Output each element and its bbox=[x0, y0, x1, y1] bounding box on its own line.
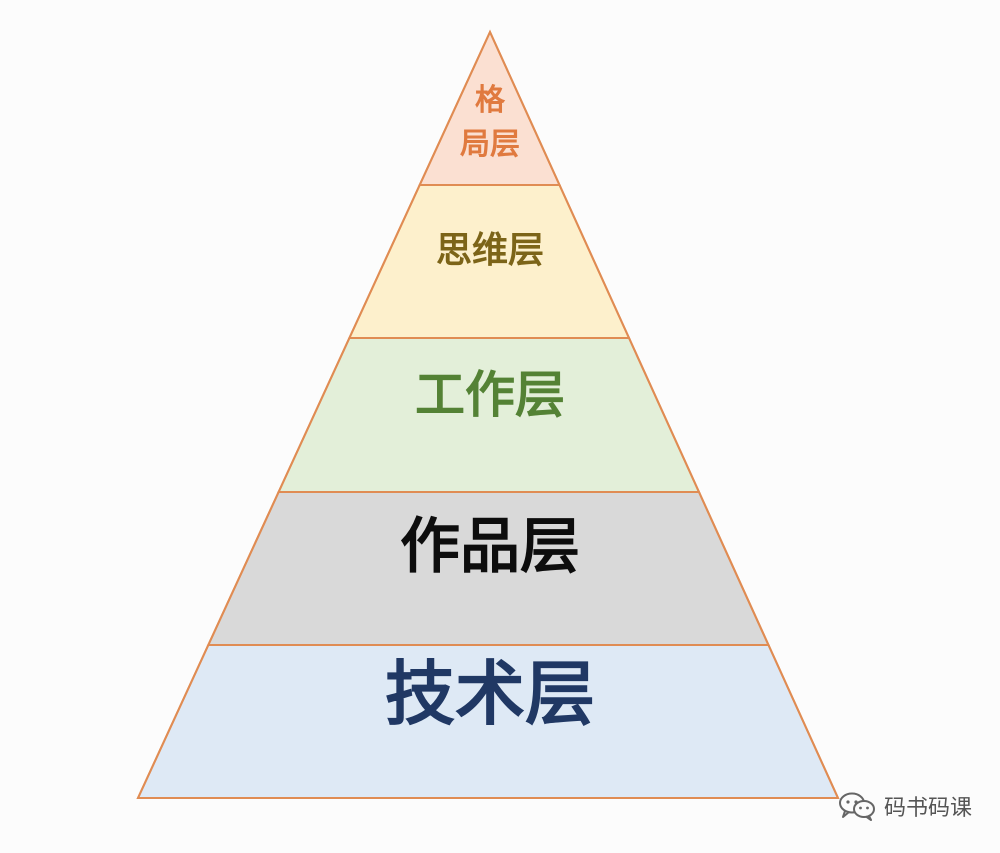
watermark: 码书码课 bbox=[838, 790, 972, 822]
pyramid-layer-label: 作品层 bbox=[400, 512, 580, 582]
pyramid-layer-label-line: 局层 bbox=[460, 127, 520, 162]
pyramid-layer-label-line: 技术层 bbox=[385, 653, 595, 735]
pyramid-layer-label-line: 格 bbox=[475, 83, 506, 118]
wechat-icon bbox=[838, 792, 875, 821]
pyramid-layer-label: 思维层 bbox=[436, 230, 544, 271]
pyramid-layer-label: 格局层 bbox=[460, 83, 520, 162]
pyramid-layer-label: 工作层 bbox=[415, 366, 565, 424]
pyramid-layer-label-line: 思维层 bbox=[436, 230, 544, 271]
pyramid-layer-label-line: 工作层 bbox=[415, 366, 565, 424]
pyramid-layer-label: 技术层 bbox=[385, 653, 595, 735]
pyramid-layer-label-line: 作品层 bbox=[400, 512, 580, 582]
pyramid-outline bbox=[136, 29, 840, 799]
watermark-text: 码书码课 bbox=[883, 796, 972, 821]
